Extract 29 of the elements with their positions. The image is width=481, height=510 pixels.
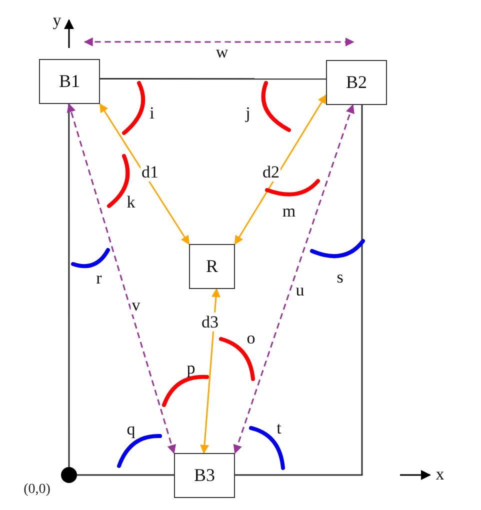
arrow xyxy=(66,103,176,454)
node-box: B1 xyxy=(39,59,100,104)
arrow xyxy=(84,37,354,46)
edge-label: d2 xyxy=(262,162,280,182)
variable-label: s xyxy=(336,268,344,286)
coordinate-label: (0,0) xyxy=(24,483,50,497)
variable-label: i xyxy=(150,104,154,122)
variable-label: j xyxy=(246,104,250,122)
connector-line xyxy=(77,474,174,476)
origin-dot xyxy=(61,467,77,483)
connector-line xyxy=(100,78,326,80)
arrow xyxy=(99,103,190,245)
node-box: B3 xyxy=(174,453,235,498)
edge-label: d3 xyxy=(200,312,220,332)
variable-label: p xyxy=(186,360,196,376)
variable-label: t xyxy=(276,420,282,436)
variable-label: q xyxy=(126,420,136,438)
connector-line xyxy=(68,104,70,467)
variable-label: k xyxy=(126,194,136,210)
variable-label: x xyxy=(436,466,444,482)
arrow xyxy=(234,94,327,245)
variable-label: o xyxy=(246,330,256,346)
node-box: B2 xyxy=(326,60,387,105)
variable-label: r xyxy=(96,270,102,286)
variable-label: m xyxy=(282,202,296,220)
node-box: R xyxy=(189,244,235,289)
arrow xyxy=(200,288,220,454)
edge-label: d1 xyxy=(140,162,160,182)
variable-label: y xyxy=(52,12,62,28)
